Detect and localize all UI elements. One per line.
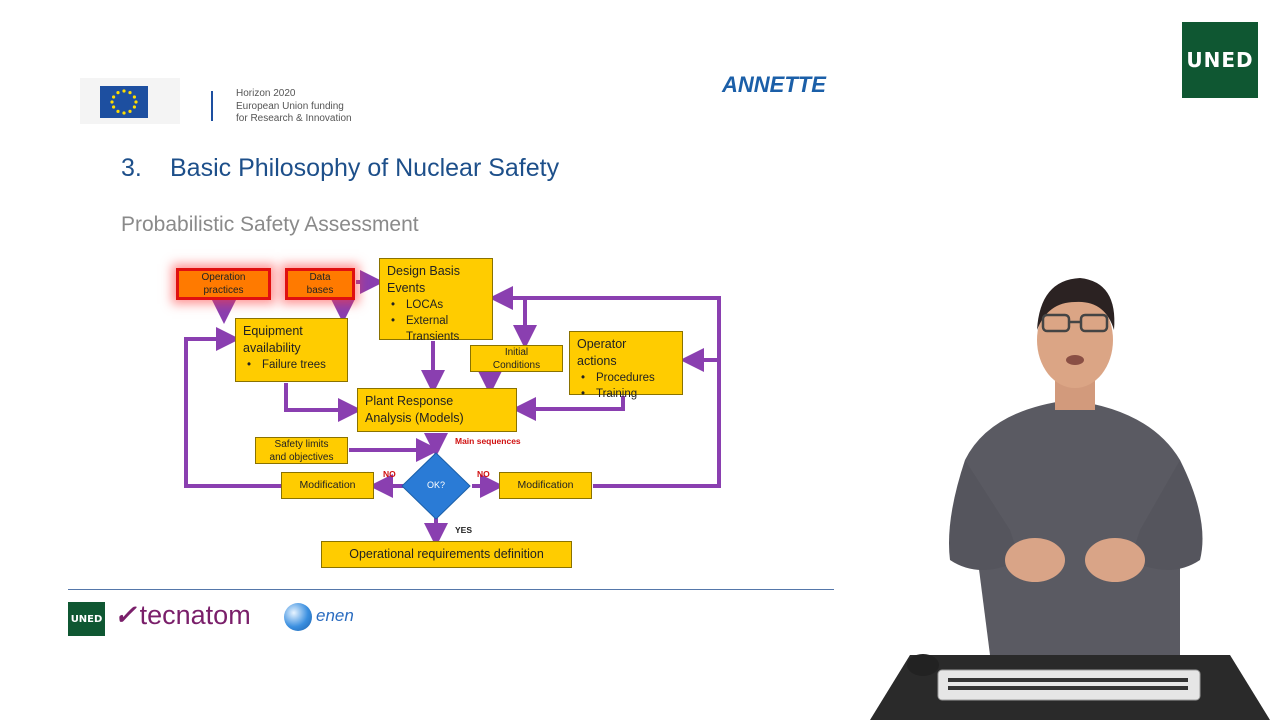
box-operation-practices: Operation practices	[176, 268, 271, 300]
slide-title: 3. Basic Philosophy of Nuclear Safety	[121, 154, 559, 183]
box-operational-requirements: Operational requirements definition	[321, 541, 572, 568]
box-design-basis-events: Design Basis Events LOCAs External Trans…	[379, 258, 493, 343]
box-title: Operator	[577, 337, 627, 351]
box-title: Design Basis	[387, 264, 460, 278]
box-text: Initial	[504, 346, 529, 358]
box-data-bases: Data bases	[285, 268, 355, 300]
box-text: Data	[309, 272, 331, 283]
box-bullet: External	[387, 313, 485, 329]
box-bullet: Failure trees	[243, 357, 340, 373]
enen-globe-icon	[284, 603, 312, 631]
eu-funding-line: for Research & Innovation	[236, 113, 352, 124]
header-separator	[211, 91, 213, 121]
presenter-hand-left	[1005, 538, 1065, 582]
uned-footer-logo: UNED	[68, 602, 105, 636]
decision-diamond	[401, 452, 471, 520]
box-title: Equipment	[243, 324, 303, 338]
box-title: actions	[577, 354, 617, 368]
box-initial-conditions: Initial Conditions	[470, 345, 563, 372]
box-text: bases	[306, 285, 334, 296]
annette-logo: ANNETTE	[722, 72, 826, 97]
mouse	[907, 654, 939, 676]
box-text: practices	[203, 285, 244, 296]
glasses-icon	[1041, 313, 1109, 333]
tecnatom-text: tecnatom	[139, 600, 251, 630]
box-modification-right: Modification	[499, 472, 592, 499]
presenter-torso	[965, 400, 1180, 655]
arrow-mod-right-to-dbe	[489, 286, 721, 488]
label-no-left: NO	[383, 469, 396, 479]
arrow-mod-left-to-equipment	[184, 327, 281, 488]
presenter-figure	[870, 278, 1270, 720]
eu-funding-line: European Union funding	[236, 100, 344, 112]
presenter-hand-right	[1085, 538, 1145, 582]
box-title: Plant Response	[365, 394, 454, 408]
box-text: Conditions	[492, 359, 541, 371]
box-plant-response-analysis: Plant Response Analysis (Models)	[357, 388, 517, 432]
label-no-right: NO	[477, 469, 490, 479]
slide-number: 3.	[121, 154, 142, 182]
box-bullet: LOCAs	[387, 297, 485, 313]
enen-logo-text: enen	[316, 606, 354, 625]
eu-flag-logo	[80, 78, 180, 124]
box-bullet-continuation: Transients	[406, 331, 460, 343]
tecnatom-mark-icon: ✓	[114, 600, 137, 630]
box-equipment-availability: Equipment availability Failure trees	[235, 318, 348, 382]
tecnatom-logo: ✓tecnatom	[114, 600, 251, 631]
box-bullet: Training	[577, 386, 675, 402]
label-main-sequences: Main sequences	[455, 436, 521, 446]
eu-funding-line: Horizon 2020	[236, 88, 296, 99]
box-title: Events	[387, 281, 426, 295]
box-title: availability	[243, 341, 301, 355]
box-text: Safety limits	[274, 438, 329, 450]
footer-divider	[68, 589, 834, 590]
box-safety-limits: Safety limits and objectives	[255, 437, 348, 464]
slide-subtitle: Probabilistic Safety Assessment	[121, 213, 419, 236]
keyboard	[937, 669, 1201, 701]
box-operator-actions: Operator actions Procedures Training	[569, 331, 683, 402]
eu-funding-text: Horizon 2020 European Union funding for …	[236, 88, 352, 126]
box-text: Operation	[201, 272, 246, 283]
uned-logo: UNED	[1182, 22, 1258, 98]
arrow-equipment-to-plant	[284, 383, 362, 422]
box-bullet: Procedures	[577, 370, 675, 386]
label-yes: YES	[455, 525, 473, 535]
box-text: and objectives	[269, 451, 334, 463]
box-title: Analysis (Models)	[365, 411, 464, 425]
slide-title-text: Basic Philosophy of Nuclear Safety	[170, 154, 560, 182]
label-decision-ok: OK?	[426, 480, 445, 490]
box-modification-left: Modification	[281, 472, 374, 499]
